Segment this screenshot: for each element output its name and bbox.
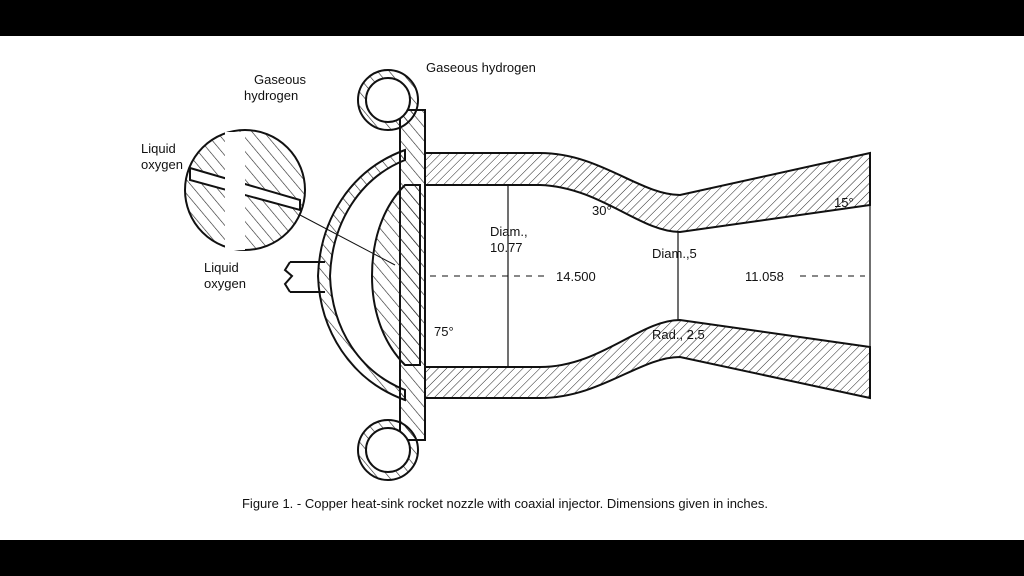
label-angle-30: 30° xyxy=(592,203,612,218)
label-inlet-liquid: Liquid xyxy=(204,260,239,275)
label-angle-15: 15° xyxy=(834,195,854,210)
label-throat-radius: Rad., 2.5 xyxy=(652,327,705,342)
nozzle-diagram: Gaseous hydrogen Gaseous hydrogen Liquid… xyxy=(141,60,871,511)
label-chamber-length: 14.500 xyxy=(556,269,596,284)
label-gaseous-hydrogen: Gaseous hydrogen xyxy=(426,60,536,75)
figure-caption: Figure 1. - Copper heat-sink rocket nozz… xyxy=(242,496,768,511)
label-throat-diam: Diam.,5 xyxy=(652,246,697,261)
label-inlet-oxygen: oxygen xyxy=(204,276,246,291)
label-detail-oxygen: oxygen xyxy=(141,157,183,172)
injector-face xyxy=(370,184,421,366)
nozzle-upper-wall xyxy=(424,151,871,234)
label-detail-gaseous: Gaseous xyxy=(254,72,307,87)
label-chamber-diam-value: 10.77 xyxy=(490,240,523,255)
lox-inlet-pipe xyxy=(283,261,325,293)
figure-page: Gaseous hydrogen Gaseous hydrogen Liquid… xyxy=(0,36,1024,540)
label-detail-liquid: Liquid xyxy=(141,141,176,156)
label-exit-length: 11.058 xyxy=(745,269,784,284)
label-detail-hydrogen: hydrogen xyxy=(244,88,298,103)
label-chamber-diam: Diam., xyxy=(490,224,528,239)
lox-dome xyxy=(316,148,406,402)
label-angle-75: 75° xyxy=(434,324,454,339)
nozzle-lower-wall xyxy=(424,318,871,400)
